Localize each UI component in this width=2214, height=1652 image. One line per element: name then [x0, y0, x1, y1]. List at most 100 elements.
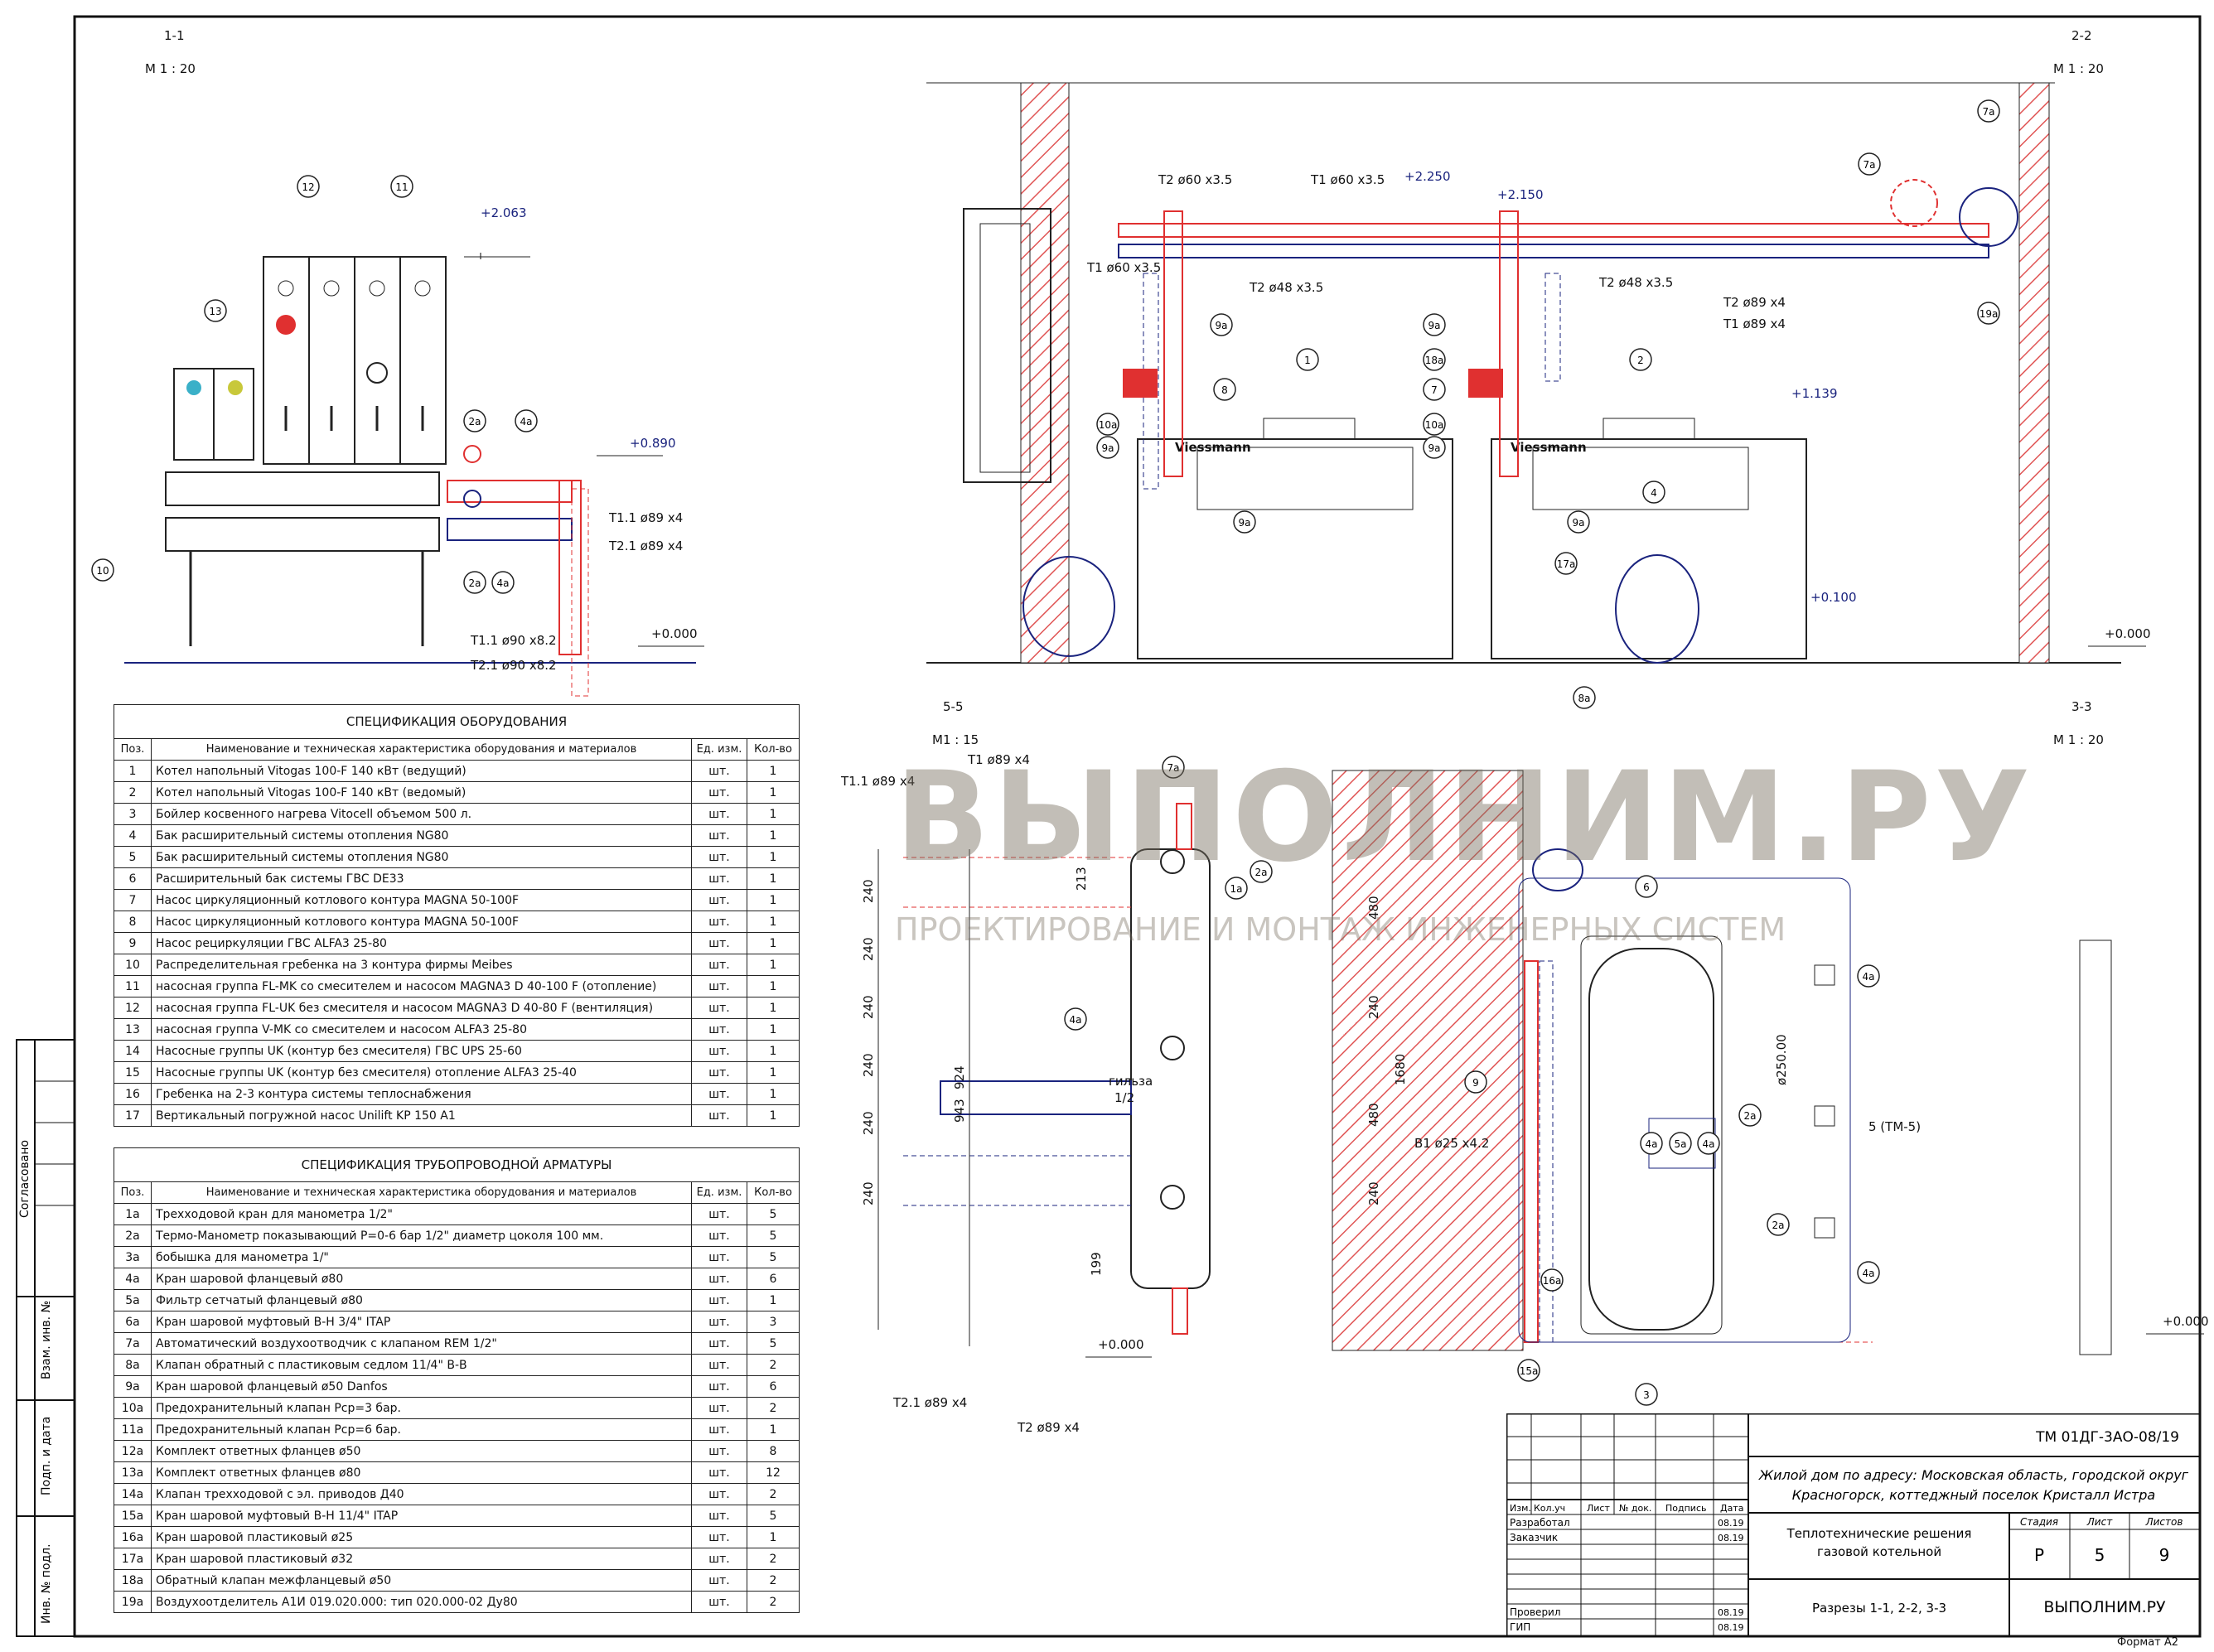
ref-inv-label: Взам. инв. № — [40, 1301, 53, 1379]
tb-subject-2: газовой котельной — [1817, 1544, 1941, 1559]
cell-pos: 18а — [114, 1569, 152, 1592]
cell-pos: 13 — [114, 1018, 152, 1041]
cell-unit: шт. — [691, 889, 747, 911]
label-t1-60-b: Т1 ø60 х3.5 — [1086, 260, 1161, 275]
cell-name: насосная группа FL-UK без смесителя и на… — [151, 997, 692, 1019]
label-t21-89-s55: Т2.1 ø89 х4 — [892, 1395, 967, 1410]
label-t1-89-s55: Т1 ø89 х4 — [967, 752, 1030, 767]
bubble-label: 8 — [1221, 384, 1228, 396]
bubble-label: 5а — [1675, 1138, 1687, 1150]
label-gilza: гильза — [1109, 1074, 1153, 1089]
tb-stage: Р — [2034, 1545, 2044, 1565]
inv-orig-label: Инв. № подл. — [40, 1543, 53, 1624]
bubble-label: 2а — [469, 577, 481, 589]
cell-pos: 17а — [114, 1548, 152, 1570]
bubble-label: 18а — [1425, 355, 1444, 366]
tb-date-4: 08.19 — [1718, 1622, 1744, 1633]
section-3-3-title: 3-3 — [2071, 699, 2092, 714]
cell-unit: шт. — [691, 1040, 747, 1062]
position-bubble: 2а — [463, 571, 486, 594]
tb-sheet-name: Разрезы 1-1, 2-2, 3-3 — [1812, 1601, 1946, 1616]
bubble-label: 13 — [209, 306, 221, 317]
position-bubble: 6 — [1635, 875, 1658, 898]
expansion-tank-4 — [1615, 554, 1699, 664]
section-1-1-scale: М 1 : 20 — [145, 61, 196, 76]
bubble-label: 9 — [1472, 1077, 1479, 1089]
dim-1680: 1680 — [1393, 1054, 1408, 1085]
position-bubble: 1 — [1296, 348, 1319, 371]
cell-pos: 8а — [114, 1354, 152, 1376]
position-bubble: 7а — [1162, 756, 1185, 779]
dim-240-6: 240 — [861, 1181, 876, 1205]
bubble-label: 4а — [497, 577, 510, 589]
bubble-label: 1 — [1304, 355, 1311, 366]
window — [963, 208, 1051, 483]
position-bubble: 7а — [1977, 99, 2000, 123]
bubble-label: 19а — [1980, 308, 1999, 320]
cell-unit: шт. — [691, 781, 747, 804]
wall-section-3-3 — [1332, 770, 1524, 1351]
dim-240-8: 240 — [1366, 1181, 1381, 1205]
position-bubble: 10а — [1423, 413, 1446, 436]
elev-0890: +0.890 — [630, 436, 676, 451]
cell-unit: шт. — [691, 1354, 747, 1376]
watermark-main: ВЫПОЛНИМ.РУ — [895, 746, 2034, 890]
cell-name: Котел напольный Vitogas 100-F 140 кВт (в… — [151, 760, 692, 782]
cell-unit: шт. — [691, 1526, 747, 1548]
dim-199: 199 — [1089, 1252, 1104, 1276]
cell-name: Обратный клапан межфланцевый ø50 — [151, 1569, 692, 1592]
cell-qty: 5 — [747, 1505, 800, 1527]
cell-name: насосная группа V-MK со смесителем и нас… — [151, 1018, 692, 1041]
cell-name: Кран шаровой муфтовый В-Н 3/4" ITAP — [151, 1311, 692, 1333]
dim-240-3: 240 — [861, 995, 876, 1019]
bubble-label: 2а — [469, 416, 481, 427]
cell-pos: 2а — [114, 1225, 152, 1247]
cell-unit: шт. — [691, 1591, 747, 1613]
position-bubble: 7а — [1858, 152, 1881, 176]
cell-unit: шт. — [691, 1246, 747, 1268]
position-bubble: 9а — [1233, 510, 1256, 534]
position-bubble: 4а — [1857, 1261, 1880, 1284]
dim-240-2: 240 — [861, 937, 876, 961]
outer-frame — [73, 15, 2202, 1638]
cell-unit: шт. — [691, 1225, 747, 1247]
air-separator-19a — [1959, 187, 2018, 247]
bubble-label: 8а — [1578, 693, 1591, 704]
cell-name: Насос циркуляционный котлового контура M… — [151, 889, 692, 911]
manifold-10 — [165, 471, 440, 506]
tb-code: ТМ 01ДГ-3АО-08/19 — [2035, 1429, 2179, 1446]
tb-date-3: 08.19 — [1718, 1607, 1744, 1618]
position-bubble: 2а — [1767, 1213, 1790, 1236]
col-name: Наименование и техническая характеристик… — [151, 1181, 692, 1204]
cell-qty: 2 — [747, 1569, 800, 1592]
position-bubble: 2а — [463, 409, 486, 432]
bubble-label: 4а — [520, 416, 533, 427]
wall-left — [1020, 82, 1070, 664]
cell-name: Клапан трехходовой с эл. приводов Д40 — [151, 1483, 692, 1505]
elev-0000-s22: +0.000 — [2105, 626, 2151, 641]
cell-qty: 1 — [747, 867, 800, 890]
cell-name: Фильтр сетчатый фланцевый ø80 — [151, 1289, 692, 1311]
cell-name: Кран шаровой фланцевый ø50 Danfos — [151, 1375, 692, 1398]
position-bubble: 15а — [1517, 1359, 1540, 1382]
cell-unit: шт. — [691, 803, 747, 825]
cell-qty: 2 — [747, 1591, 800, 1613]
cell-pos: 10 — [114, 954, 152, 976]
cell-pos: 14 — [114, 1040, 152, 1062]
bubble-label: 9а — [1573, 517, 1585, 529]
cell-pos: 19а — [114, 1591, 152, 1613]
cell-name: Насосные группы UK (контур без смесителя… — [151, 1040, 692, 1062]
bubble-label: 4 — [1651, 487, 1657, 499]
cell-name: Термо-Манометр показывающий Р=0-6 бар 1/… — [151, 1225, 692, 1247]
cell-unit: шт. — [691, 1505, 747, 1527]
bubble-label: 4а — [1863, 1268, 1875, 1279]
cell-pos: 1 — [114, 760, 152, 782]
